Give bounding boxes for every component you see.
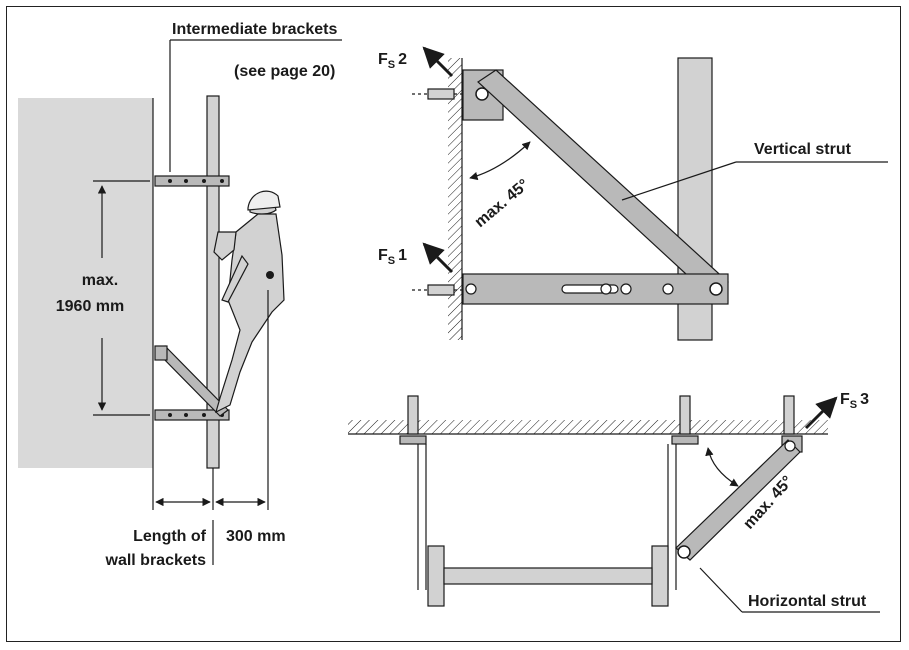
rung [443, 567, 653, 585]
rail-right [651, 545, 669, 607]
intermediate-brackets-label: Intermediate brackets [172, 21, 338, 38]
horizontal-strut-label: Horizontal strut [748, 593, 867, 610]
climber-figure [213, 190, 285, 414]
max-value: 1960 mm [56, 298, 125, 315]
length-label-line1: Length of [133, 528, 207, 545]
rail-left [427, 545, 445, 607]
wall-left [18, 98, 153, 468]
left-detail: max. 1960 mm Length of wall brackets 300… [18, 21, 342, 569]
vertical-strut-label: Vertical strut [754, 141, 852, 158]
see-page-label: (see page 20) [234, 63, 335, 80]
max-label: max. [82, 272, 118, 289]
length-label-line2: wall brackets [105, 552, 207, 569]
upper-bracket [154, 175, 230, 187]
offset-label: 300 mm [226, 528, 286, 545]
horizontal-strut [675, 439, 801, 561]
lower-bracket [154, 409, 230, 421]
angle-top-label: max. 45° [472, 176, 533, 231]
